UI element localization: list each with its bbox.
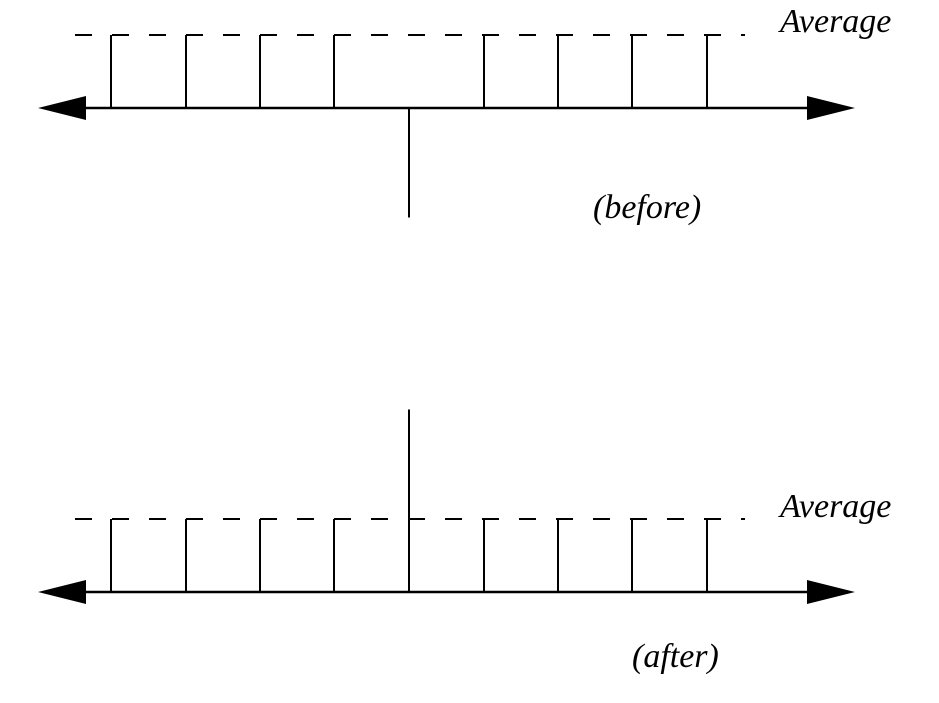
caption-after: (after) [632,638,719,675]
left-arrowhead-before [38,96,86,120]
panel-after: Average (after) [38,409,891,675]
average-label-after: Average [778,488,891,525]
caption-before: (before) [593,189,701,226]
average-label-before: Average [778,3,891,40]
panel-before: Average (before) [38,3,891,226]
left-arrowhead-after [38,580,86,604]
bars-after [110,409,708,592]
bars-before [110,35,708,218]
right-arrowhead-before [807,96,855,120]
right-arrowhead-after [807,580,855,604]
